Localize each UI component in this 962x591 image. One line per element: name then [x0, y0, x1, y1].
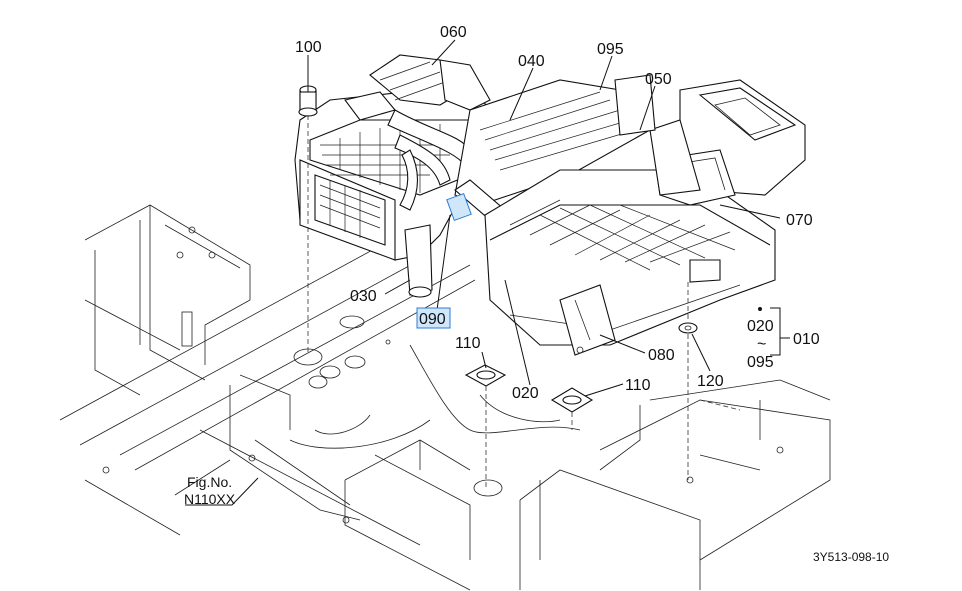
callout-095-range-end[interactable]: 095 — [747, 354, 774, 371]
fig-ref-line2: N110XX — [184, 491, 236, 507]
hvac-unit — [294, 54, 806, 356]
small-parts — [298, 91, 698, 488]
callout-010[interactable]: 010 — [793, 331, 820, 348]
callout-050[interactable]: 050 — [645, 71, 672, 88]
fig-ref-line1: Fig.No. — [187, 474, 232, 490]
callout-030[interactable]: 030 — [350, 288, 377, 305]
callout-120[interactable]: 120 — [697, 373, 724, 390]
callout-110-left[interactable]: 110 — [455, 335, 481, 352]
callout-090[interactable]: 090 — [419, 311, 446, 328]
callout-110-right[interactable]: 110 — [625, 377, 651, 394]
callout-060[interactable]: 060 — [440, 24, 467, 41]
callout-020-range-start[interactable]: 020 — [747, 318, 774, 335]
callout-020[interactable]: 020 — [512, 385, 539, 402]
callout-080[interactable]: 080 — [648, 347, 675, 364]
callout-095-top[interactable]: 095 — [597, 41, 624, 58]
leader-lines — [185, 39, 790, 506]
figure-reference[interactable]: Fig.No. N110XX — [184, 474, 236, 507]
callout-070[interactable]: 070 — [786, 212, 813, 229]
floor-panel — [293, 315, 831, 590]
callout-090-highlight — [416, 307, 451, 329]
callouts: 100 060 040 095 050 070 030 090 110 110 … — [295, 24, 820, 402]
drawing-code: 3Y513-098-10 — [813, 550, 889, 564]
range-tilde: ~ — [757, 336, 766, 353]
callout-040[interactable]: 040 — [518, 53, 545, 70]
callout-100[interactable]: 100 — [295, 39, 322, 56]
